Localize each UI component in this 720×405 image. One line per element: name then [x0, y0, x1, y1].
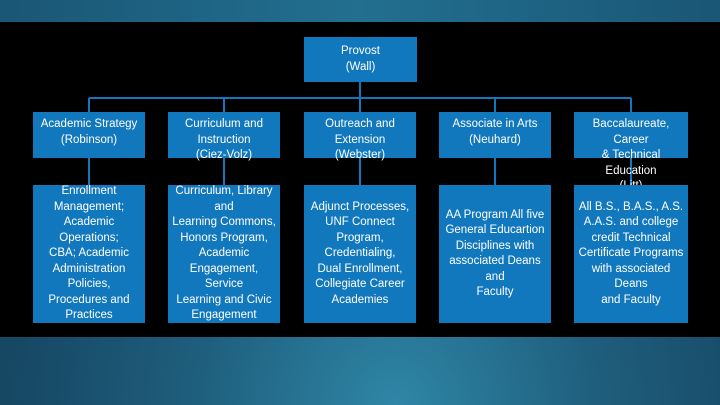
division-box-associate-in-arts: Associate in Arts (Neuhard) [439, 112, 551, 158]
connector-lines [88, 82, 632, 185]
top-banner [0, 0, 720, 22]
division-box-academic-strategy: Academic Strategy (Robinson) [33, 112, 145, 158]
org-chart: Provost (Wall) Academic Strategy (Robins… [0, 22, 720, 337]
detail-box-curriculum-instruction: Curriculum, Library and Learning Commons… [168, 185, 280, 323]
provost-box: Provost (Wall) [304, 37, 417, 82]
division-box-baccalaureate-career: Baccalaureate, Career & Technical Educat… [574, 112, 688, 192]
division-box-curriculum-instruction: Curriculum and Instruction (Ciez-Volz) [168, 112, 280, 161]
detail-box-academic-strategy: Enrollment Management; Academic Operatio… [33, 185, 145, 323]
detail-box-baccalaureate-career: All B.S., B.A.S., A.S. A.A.S. and colleg… [574, 185, 688, 323]
detail-box-associate-in-arts: AA Program All five General Educartion D… [439, 185, 551, 323]
division-box-outreach-extension: Outreach and Extension (Webster) [304, 112, 416, 161]
detail-box-outreach-extension: Adjunct Processes, UNF Connect Program, … [304, 185, 416, 323]
